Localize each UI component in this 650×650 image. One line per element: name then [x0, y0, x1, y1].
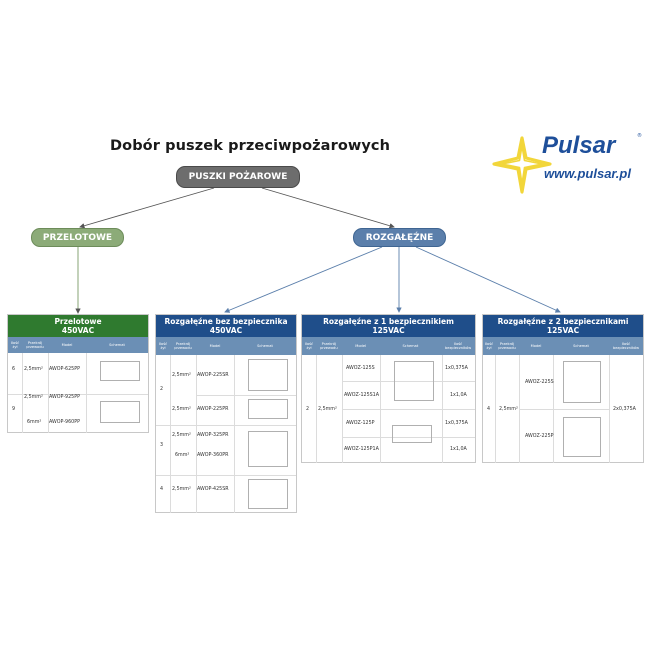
- col-fuses: Ilość bezpieczników: [612, 341, 640, 351]
- wiring-diagram: [248, 359, 288, 391]
- cell-section: 2,5mm²: [172, 407, 191, 412]
- panel-branch-no-fuse: Rozgałęźne bez bezpiecznika 450VAC Ilość…: [155, 314, 297, 513]
- panel-voltage: 125VAC: [372, 326, 405, 335]
- wiring-diagram: [100, 401, 140, 423]
- panel-header: Rozgałęźne z 1 bezpiecznikiem 125VAC: [302, 315, 475, 337]
- cell-section: 6mm²: [27, 420, 42, 425]
- cell-model: AWOZ-125P1A: [344, 447, 379, 452]
- pulsar-star-logo-icon: [492, 136, 552, 194]
- col-section: Przekrój przewodu: [320, 341, 338, 351]
- col-section: Przekrój przewodu: [26, 340, 44, 350]
- cell-section: 6mm²: [175, 453, 190, 458]
- cell-count: 6: [12, 367, 16, 372]
- panel-branch-one-fuse: Rozgałęźne z 1 bezpiecznikiem 125VAC Ilo…: [301, 314, 476, 463]
- cell-section: 2,5mm²: [172, 433, 191, 438]
- cell-model: AWOP-425SR: [197, 487, 229, 492]
- cell-model: AWOP-925PP: [49, 395, 80, 400]
- cell-fuses: 1x0,375A: [445, 421, 468, 426]
- cell-fuses: 1x1,0A: [450, 393, 467, 398]
- panel-column-headers: Ilość żył Przekrój przewodu Model Schema…: [483, 337, 643, 355]
- cell-section: 2,5mm²: [24, 395, 43, 400]
- cell-count: 4: [487, 407, 491, 412]
- panel-pass-through: Przelotowe 450VAC Ilość żył Przekrój prz…: [7, 314, 149, 433]
- panel-title: Rozgałęźne z 1 bezpiecznikiem: [323, 317, 454, 326]
- cell-count: 2: [160, 387, 164, 392]
- node-fire-boxes: PUSZKI POŻAROWE: [176, 166, 300, 188]
- cell-section: 2,5mm²: [499, 407, 518, 412]
- panel-column-headers: Ilość żył Przekrój przewodu Model Schema…: [302, 337, 475, 355]
- cell-count: 9: [12, 407, 16, 412]
- wiring-diagram: [248, 399, 288, 419]
- cell-section: 2,5mm²: [172, 373, 191, 378]
- col-section: Przekrój przewodu: [174, 341, 192, 351]
- cell-section: 2,5mm²: [24, 367, 43, 372]
- panel-voltage: 125VAC: [546, 326, 580, 335]
- cell-model: AWOZ-225S: [525, 380, 554, 385]
- col-diagram: Schemat: [257, 343, 273, 348]
- cell-fuses: 1x1,0A: [450, 447, 467, 452]
- cell-model: AWOP-960PP: [49, 420, 80, 425]
- node-pass-through: PRZELOTOWE: [31, 228, 124, 247]
- cell-fuses: 1x0,375A: [445, 366, 468, 371]
- col-model: Model: [61, 342, 73, 347]
- col-model: Model: [355, 343, 367, 348]
- panel-branch-two-fuses: Rozgałęźne z 2 bezpiecznikami 125VAC Ilo…: [482, 314, 644, 463]
- cell-fuses: 2x0,375A: [613, 407, 636, 412]
- wiring-diagram: [392, 425, 432, 443]
- cell-section: 2,5mm²: [172, 487, 191, 492]
- cell-count: 4: [160, 487, 164, 492]
- panel-voltage: 450VAC: [61, 326, 95, 335]
- logo-registered-mark: ®: [637, 133, 642, 139]
- wiring-diagram: [100, 361, 140, 381]
- cell-model: AWOZ-225P: [525, 434, 554, 439]
- col-model: Model: [209, 343, 221, 348]
- panel-voltage: 450VAC: [209, 326, 243, 335]
- cell-count: 2: [306, 407, 310, 412]
- panel-header: Rozgałęźne bez bezpiecznika 450VAC: [156, 315, 296, 337]
- cell-model: AWOZ-125S1A: [344, 393, 380, 398]
- wiring-diagram: [563, 417, 601, 457]
- cell-model: AWOZ-125S: [346, 366, 375, 371]
- wiring-diagram: [563, 361, 601, 403]
- cell-model: AWOP-325PR: [197, 433, 229, 438]
- cell-model: AWOZ-125P: [346, 421, 375, 426]
- cell-model: AWOP-225SR: [197, 373, 229, 378]
- col-diagram: Schemat: [573, 343, 589, 348]
- col-count: Ilość żył: [10, 340, 20, 350]
- cell-section: 2,5mm²: [318, 407, 337, 412]
- cell-model: AWOP-625PP: [49, 367, 80, 372]
- col-fuses: Ilość bezpieczników: [445, 341, 472, 351]
- logo-url[interactable]: www.pulsar.pl: [544, 166, 631, 181]
- logo-brand: Pulsar: [542, 132, 616, 159]
- col-count: Ilość żył: [158, 341, 168, 351]
- panel-title: Przelotowe: [54, 317, 102, 326]
- cell-model: AWOP-225PR: [197, 407, 229, 412]
- panel-column-headers: Ilość żył Przekrój przewodu Model Schema…: [8, 337, 148, 353]
- col-count: Ilość żył: [484, 341, 494, 351]
- cell-model: AWOP-360PR: [197, 453, 229, 458]
- panel-header: Przelotowe 450VAC: [8, 315, 148, 337]
- node-branch: ROZGAŁĘŹNE: [353, 228, 446, 247]
- panel-title: Rozgałęźne bez bezpiecznika: [164, 317, 288, 326]
- col-section: Przekrój przewodu: [498, 341, 516, 351]
- col-model: Model: [530, 343, 542, 348]
- cell-count: 3: [160, 443, 164, 448]
- col-diagram: Schemat: [402, 343, 419, 348]
- col-diagram: Schemat: [109, 342, 125, 347]
- wiring-diagram: [394, 361, 434, 401]
- page-title: Dobór puszek przeciwpożarowych: [110, 138, 391, 154]
- wiring-diagram: [248, 431, 288, 467]
- col-count: Ilość żył: [304, 341, 314, 351]
- panel-column-headers: Ilość żył Przekrój przewodu Model Schema…: [156, 337, 296, 355]
- wiring-diagram: [248, 479, 288, 509]
- panel-title: Rozgałęźne z 2 bezpiecznikami: [497, 317, 629, 326]
- panel-header: Rozgałęźne z 2 bezpiecznikami 125VAC: [483, 315, 643, 337]
